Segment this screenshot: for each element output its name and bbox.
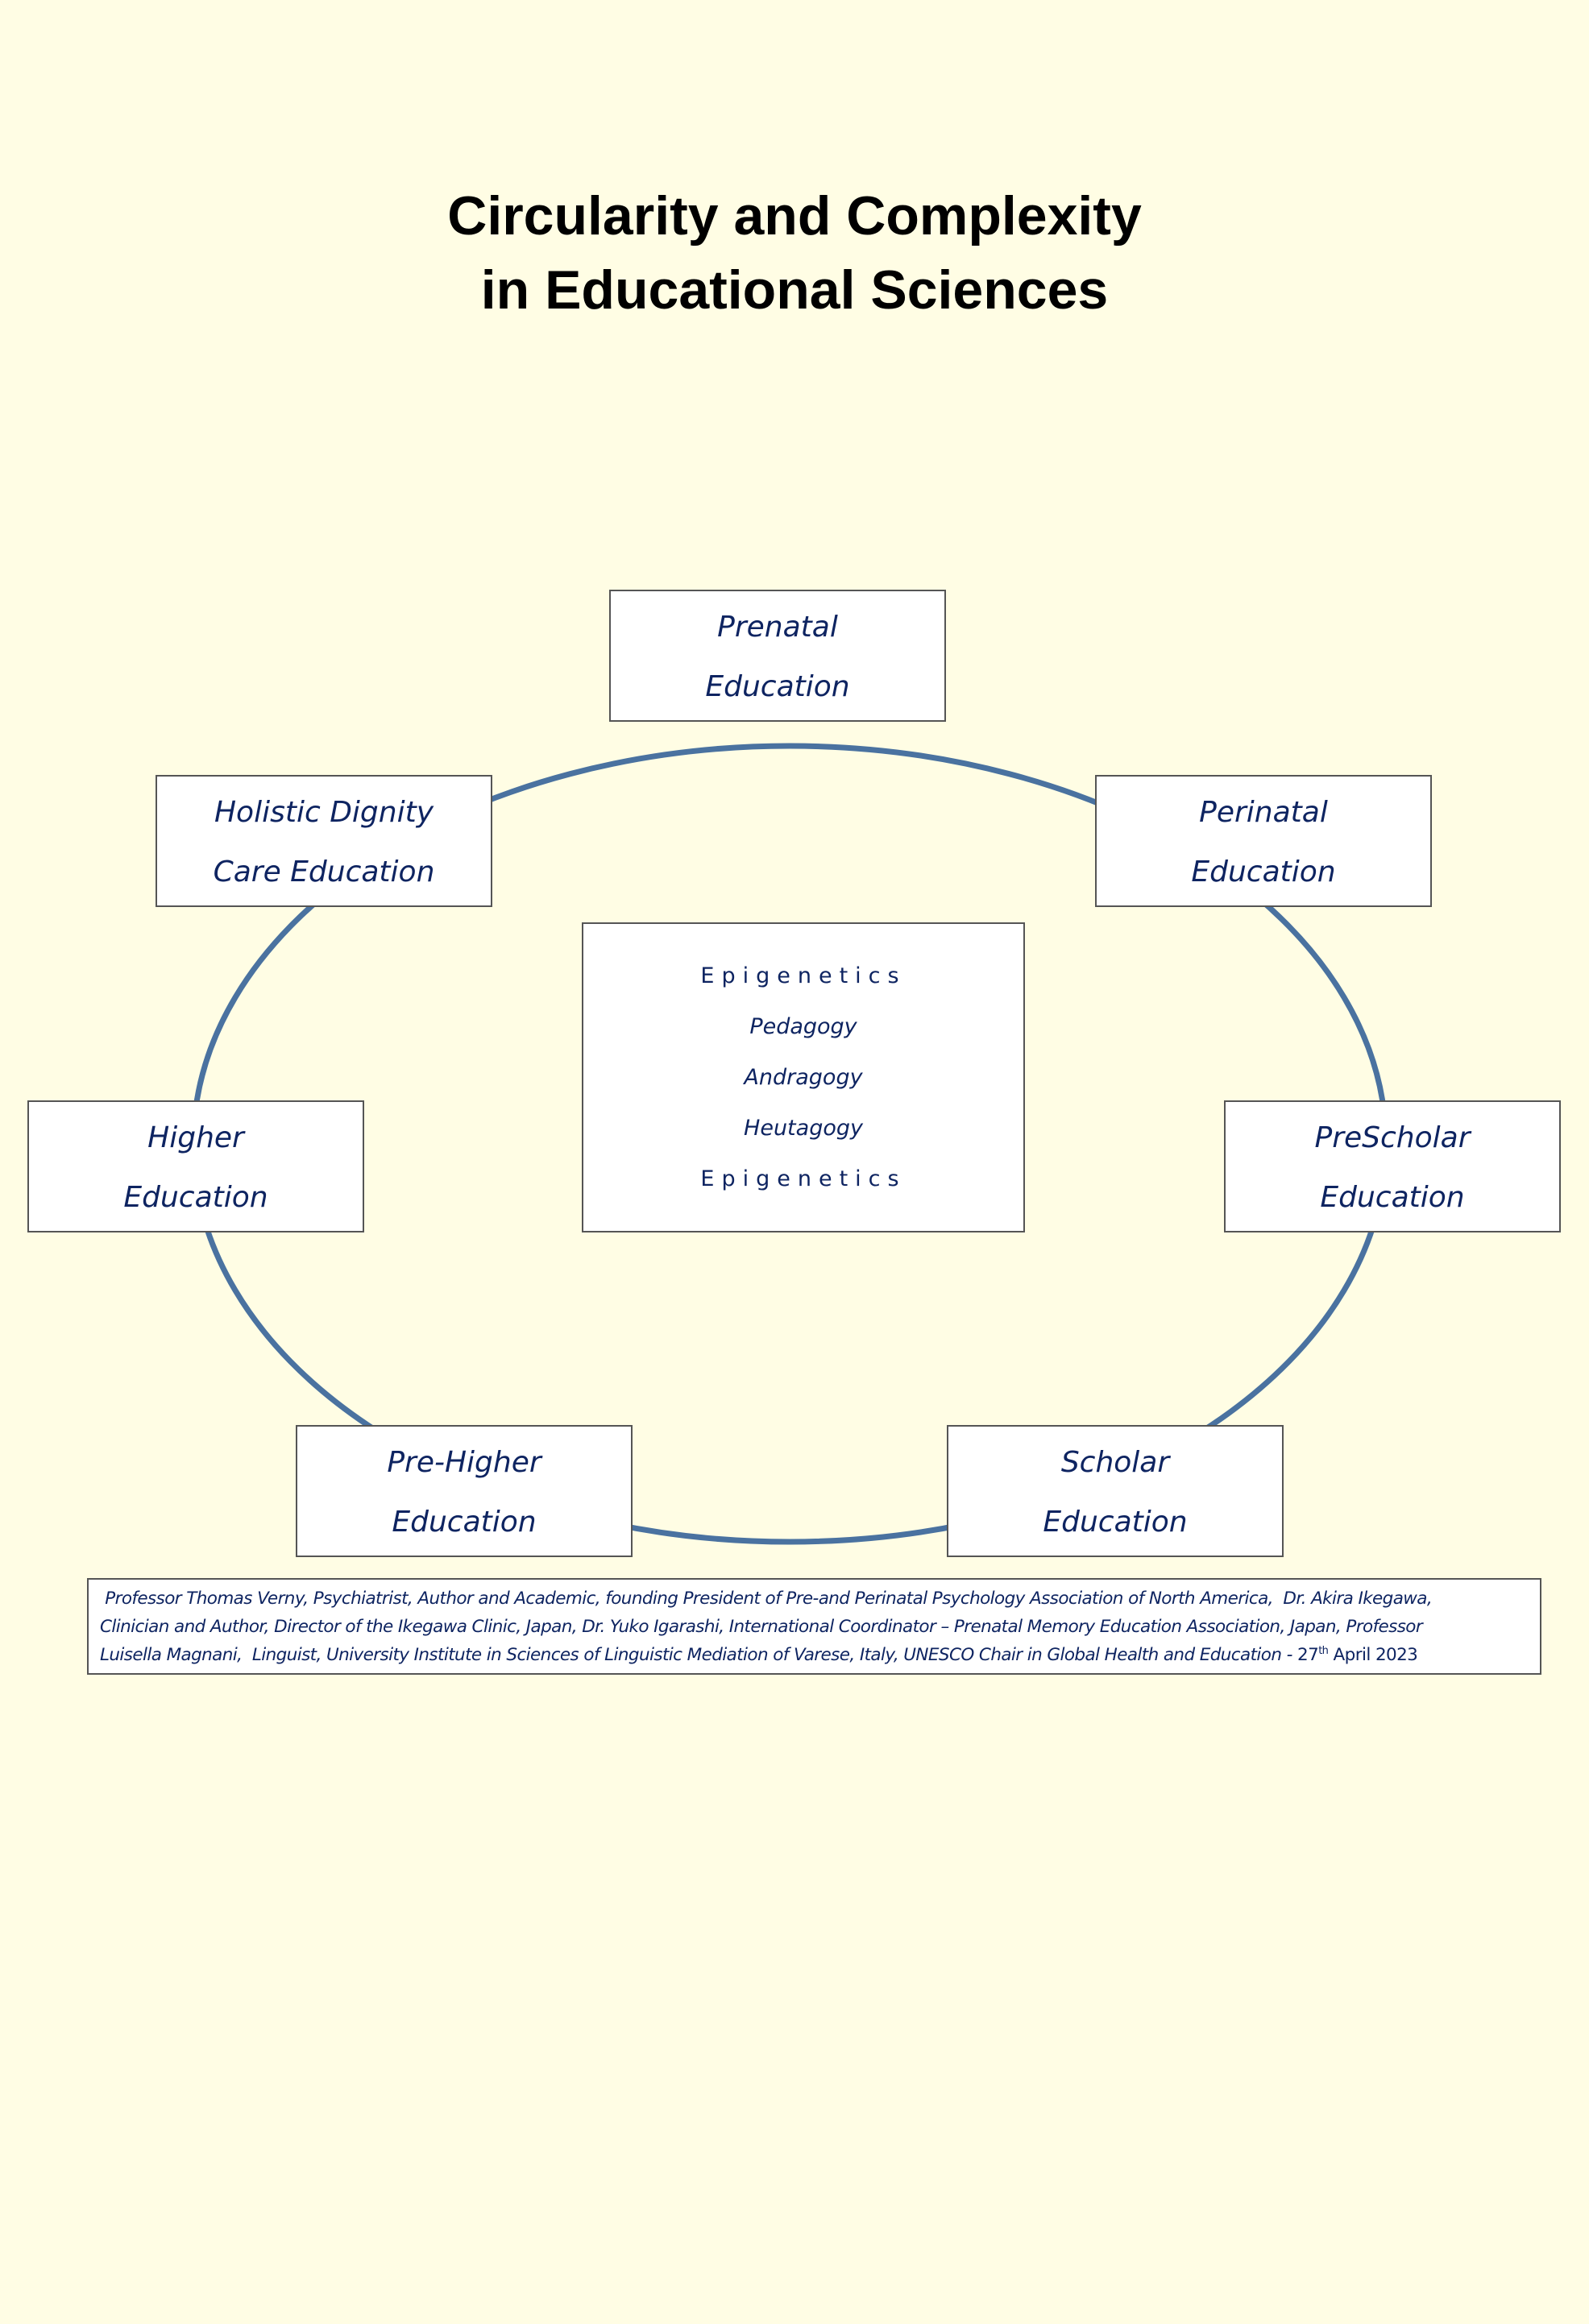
title-line-1: Circularity and Complexity — [447, 185, 1142, 246]
credits-line-3-text: Luisella Magnani, Linguist, University I… — [100, 1645, 1298, 1665]
credits-date: 27th April 2023 — [1297, 1644, 1418, 1665]
diagram-title: Circularity and Complexity in Educationa… — [0, 179, 1589, 327]
center-item-epigenetics-bottom: Epigenetics — [700, 1166, 907, 1191]
center-concepts-box: Epigenetics Pedagogy Andragogy Heutagogy… — [582, 922, 1025, 1232]
node-label-line-1: Pre-Higher — [387, 1446, 541, 1479]
center-item-heutagogy: Heutagogy — [744, 1116, 863, 1141]
node-label-line-1: PreScholar — [1314, 1121, 1471, 1154]
node-pre-higher-education: Pre-Higher Education — [296, 1425, 633, 1557]
node-label-line-2: Education — [1043, 1506, 1188, 1539]
node-label-line-1: Higher — [147, 1121, 244, 1154]
node-label-line-2: Education — [123, 1181, 268, 1214]
node-label-line-1: Holistic Dignity — [214, 796, 434, 829]
node-prescholar-education: PreScholar Education — [1224, 1100, 1561, 1232]
credits-box: Professor Thomas Verny, Psychiatrist, Au… — [87, 1578, 1541, 1675]
credits-date-day: 27 — [1297, 1645, 1319, 1665]
node-label-line-1: Scholar — [1060, 1446, 1170, 1479]
title-line-2: in Educational Sciences — [480, 259, 1109, 321]
node-holistic-dignity-care-education: Holistic Dignity Care Education — [156, 775, 492, 907]
node-scholar-education: Scholar Education — [947, 1425, 1284, 1557]
credits-date-suffix: th — [1318, 1644, 1329, 1657]
node-label-line-2: Care Education — [213, 855, 435, 889]
node-prenatal-education: Prenatal Education — [609, 590, 946, 722]
center-item-andragogy: Andragogy — [744, 1065, 863, 1090]
node-label-line-2: Education — [1320, 1181, 1465, 1214]
node-label-line-1: Prenatal — [717, 611, 838, 644]
center-item-epigenetics-top: Epigenetics — [700, 963, 907, 988]
node-higher-education: Higher Education — [27, 1100, 364, 1232]
center-item-pedagogy: Pedagogy — [749, 1014, 857, 1039]
node-label-line-1: Perinatal — [1199, 796, 1328, 829]
credits-line-3: Luisella Magnani, Linguist, University I… — [100, 1641, 1529, 1669]
node-label-line-2: Education — [392, 1506, 537, 1539]
credits-line-1: Professor Thomas Verny, Psychiatrist, Au… — [100, 1589, 1433, 1609]
node-perinatal-education: Perinatal Education — [1095, 775, 1432, 907]
credits-date-rest: April 2023 — [1328, 1645, 1418, 1665]
node-label-line-2: Education — [705, 670, 850, 703]
node-label-line-2: Education — [1191, 855, 1336, 889]
credits-line-2: Clinician and Author, Director of the Ik… — [100, 1617, 1423, 1637]
